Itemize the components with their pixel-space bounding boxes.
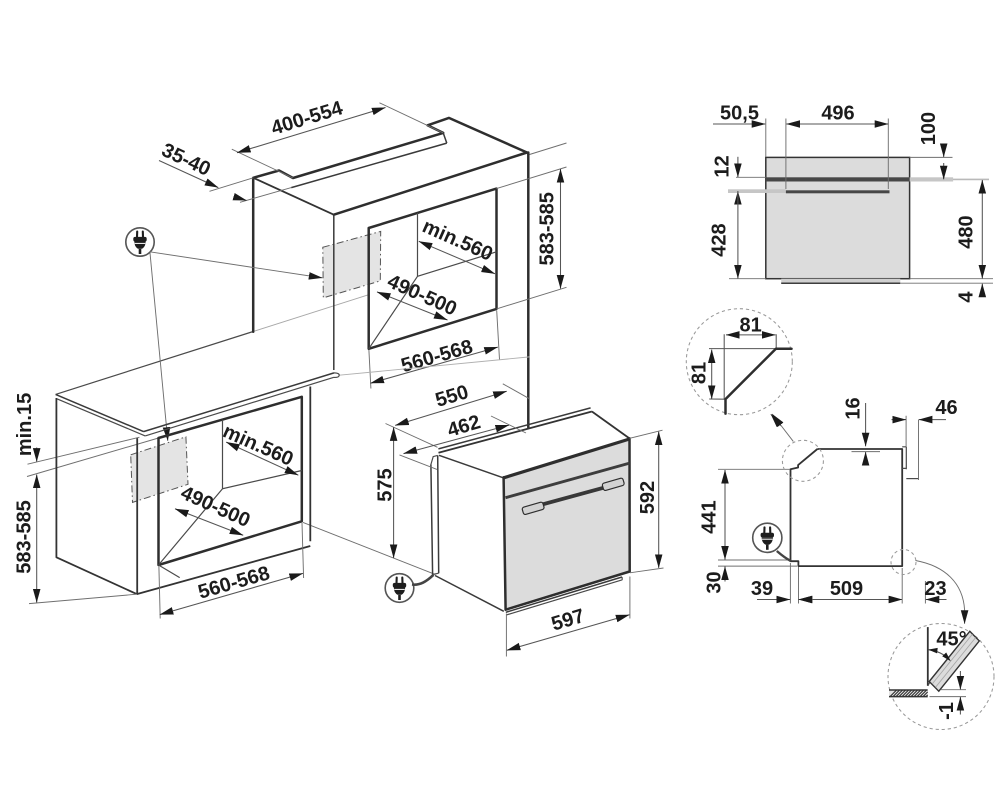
svg-text:4: 4 <box>956 291 978 303</box>
svg-text:12: 12 <box>712 155 734 177</box>
svg-text:50,5: 50,5 <box>720 103 759 125</box>
svg-text:575: 575 <box>375 468 397 501</box>
svg-text:480: 480 <box>956 215 978 248</box>
svg-text:509: 509 <box>830 578 863 600</box>
svg-text:496: 496 <box>821 103 854 125</box>
svg-text:583-585: 583-585 <box>14 500 36 573</box>
svg-text:81: 81 <box>739 315 761 337</box>
svg-text:592: 592 <box>637 481 659 514</box>
svg-text:583-585: 583-585 <box>537 192 559 265</box>
svg-text:30: 30 <box>704 571 726 593</box>
svg-text:39: 39 <box>751 578 773 600</box>
svg-text:46: 46 <box>935 397 957 419</box>
svg-text:23: 23 <box>924 578 946 600</box>
svg-text:45°: 45° <box>936 629 966 651</box>
svg-text:428: 428 <box>709 223 731 256</box>
svg-text:-1: -1 <box>936 702 958 720</box>
svg-text:81: 81 <box>689 362 711 384</box>
svg-text:16: 16 <box>843 397 865 419</box>
svg-text:441: 441 <box>699 500 721 533</box>
svg-text:min.15: min.15 <box>14 393 36 456</box>
svg-text:100: 100 <box>918 112 940 145</box>
